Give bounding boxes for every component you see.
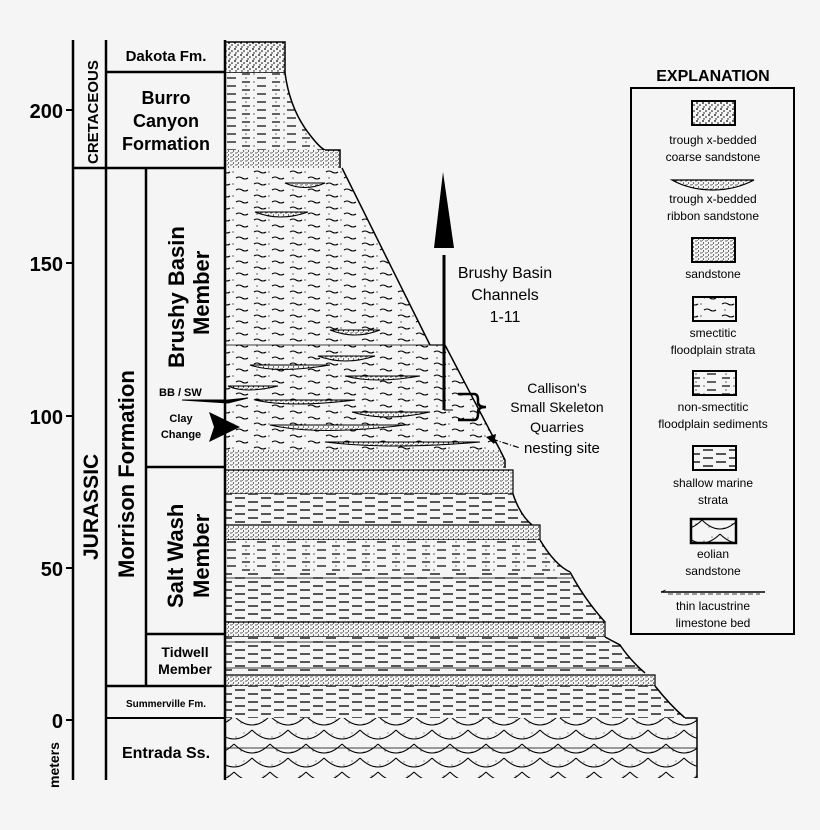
legend-swatch-smectitic <box>692 296 737 322</box>
legend-item-7-line2: sandstone <box>685 564 741 578</box>
tidwell-layer <box>225 637 645 673</box>
member-tidwell-line1: Tidwell <box>161 644 208 660</box>
legend-swatch-eolian <box>689 517 738 545</box>
nesting-site-pointer-icon <box>486 434 496 444</box>
legend-item-5-line2: floodplain sediments <box>658 417 767 431</box>
channels-label-line2: Channels <box>471 287 539 304</box>
formation-entrada: Entrada Ss. <box>122 745 210 762</box>
formation-burro-line2: Canyon <box>133 111 199 131</box>
formation-summerville: Summerville Fm. <box>126 699 206 710</box>
legend-swatch-non-smectitic <box>692 370 737 396</box>
legend-item-4-line1: smectitic <box>690 326 737 340</box>
formation-burro-line1: Burro <box>142 88 191 108</box>
channels-label-line3: 1-11 <box>490 309 521 326</box>
clay-change-line2: Change <box>161 429 201 441</box>
tidwell-sandstone <box>224 674 656 687</box>
member-salt-wash-line1: Salt Wash <box>163 504 188 608</box>
tick-label-0: 0 <box>52 711 63 733</box>
channels-label-line1: Brushy Basin <box>458 265 552 282</box>
legend-item-6-line2: strata <box>698 493 728 507</box>
formation-dakota: Dakota Fm. <box>126 48 207 65</box>
legend-swatch-shallow-marine <box>692 445 737 471</box>
quarries-label-line3: Quarries <box>530 419 584 435</box>
legend-swatch-sandstone <box>691 237 736 263</box>
tick-label-50: 50 <box>41 559 63 581</box>
legend: EXPLANATION trough x-bedded coarse sands… <box>630 68 795 635</box>
legend-item-1-line2: coarse sandstone <box>666 150 761 164</box>
period-jurassic: JURASSIC <box>80 454 103 560</box>
legend-item-2-line1: trough x-bedded <box>669 192 756 206</box>
legend-item-8-line1: thin lacustrine <box>676 599 750 613</box>
salt-wash-upper-sandstone <box>225 450 505 468</box>
tick-label-150: 150 <box>30 254 63 276</box>
bb-sw-marker-line <box>181 397 249 404</box>
quarries-label-line1: Callison's <box>527 380 586 396</box>
tick-label-100: 100 <box>30 407 63 429</box>
salt-wash-sandstone-1 <box>224 469 514 495</box>
ribbon-sandstone-lenses <box>227 182 481 447</box>
legend-item-5-line1: non-smectitic <box>678 400 749 414</box>
legend-item-8-line2: limestone bed <box>676 616 751 630</box>
quarries-brace-icon <box>458 392 487 422</box>
member-brushy-line1: Brushy Basin <box>164 226 189 368</box>
summerville-layer <box>225 686 685 718</box>
legend-item-6-line1: shallow marine <box>673 476 753 490</box>
stratigraphy-table <box>73 40 225 780</box>
formation-morrison: Morrison Formation <box>114 370 139 578</box>
period-cretaceous: CRETACEOUS <box>85 60 102 164</box>
dakota-sandstone-layer <box>224 41 286 74</box>
nesting-site-label: nesting site <box>524 440 600 457</box>
formation-burro-line3: Formation <box>122 134 210 154</box>
legend-swatch-limestone <box>660 588 765 595</box>
clay-change-line1: Clay <box>169 413 193 425</box>
burro-canyon-layer <box>225 73 325 150</box>
axis-unit-label: meters <box>46 742 62 788</box>
depth-axis: 200 150 100 50 0 meters <box>30 40 75 788</box>
legend-title: EXPLANATION <box>656 68 769 85</box>
legend-swatch-ribbon-sandstone <box>669 179 755 191</box>
lithology-column <box>223 40 698 780</box>
salt-wash-sandstone-3 <box>224 621 606 638</box>
salt-wash-sandstone-2 <box>224 524 541 541</box>
burro-sandstone-layer <box>225 150 340 168</box>
quarries-label-line2: Small Skeleton <box>510 399 603 415</box>
channels-arrow-icon <box>434 172 454 411</box>
brushy-basin-layer <box>225 168 500 450</box>
clay-change-arrow-icon <box>209 412 240 442</box>
legend-item-2-line2: ribbon sandstone <box>667 209 759 223</box>
salt-wash-mudstone-2 <box>225 540 570 572</box>
salt-wash-mudstone-1 <box>225 494 532 525</box>
member-brushy-line2: Member <box>189 250 214 335</box>
legend-item-1-line1: trough x-bedded <box>669 133 756 147</box>
bb-sw-label: BB / SW <box>159 387 202 399</box>
tick-label-200: 200 <box>30 101 63 123</box>
member-tidwell-line2: Member <box>158 661 212 677</box>
legend-item-7-line1: eolian <box>697 547 729 561</box>
member-salt-wash-line2: Member <box>189 513 214 598</box>
legend-item-4-line2: floodplain strata <box>671 343 756 357</box>
salt-wash-mudstone-3 <box>225 572 605 622</box>
legend-swatch-coarse-sandstone <box>691 100 736 126</box>
legend-item-3-line1: sandstone <box>685 267 741 281</box>
